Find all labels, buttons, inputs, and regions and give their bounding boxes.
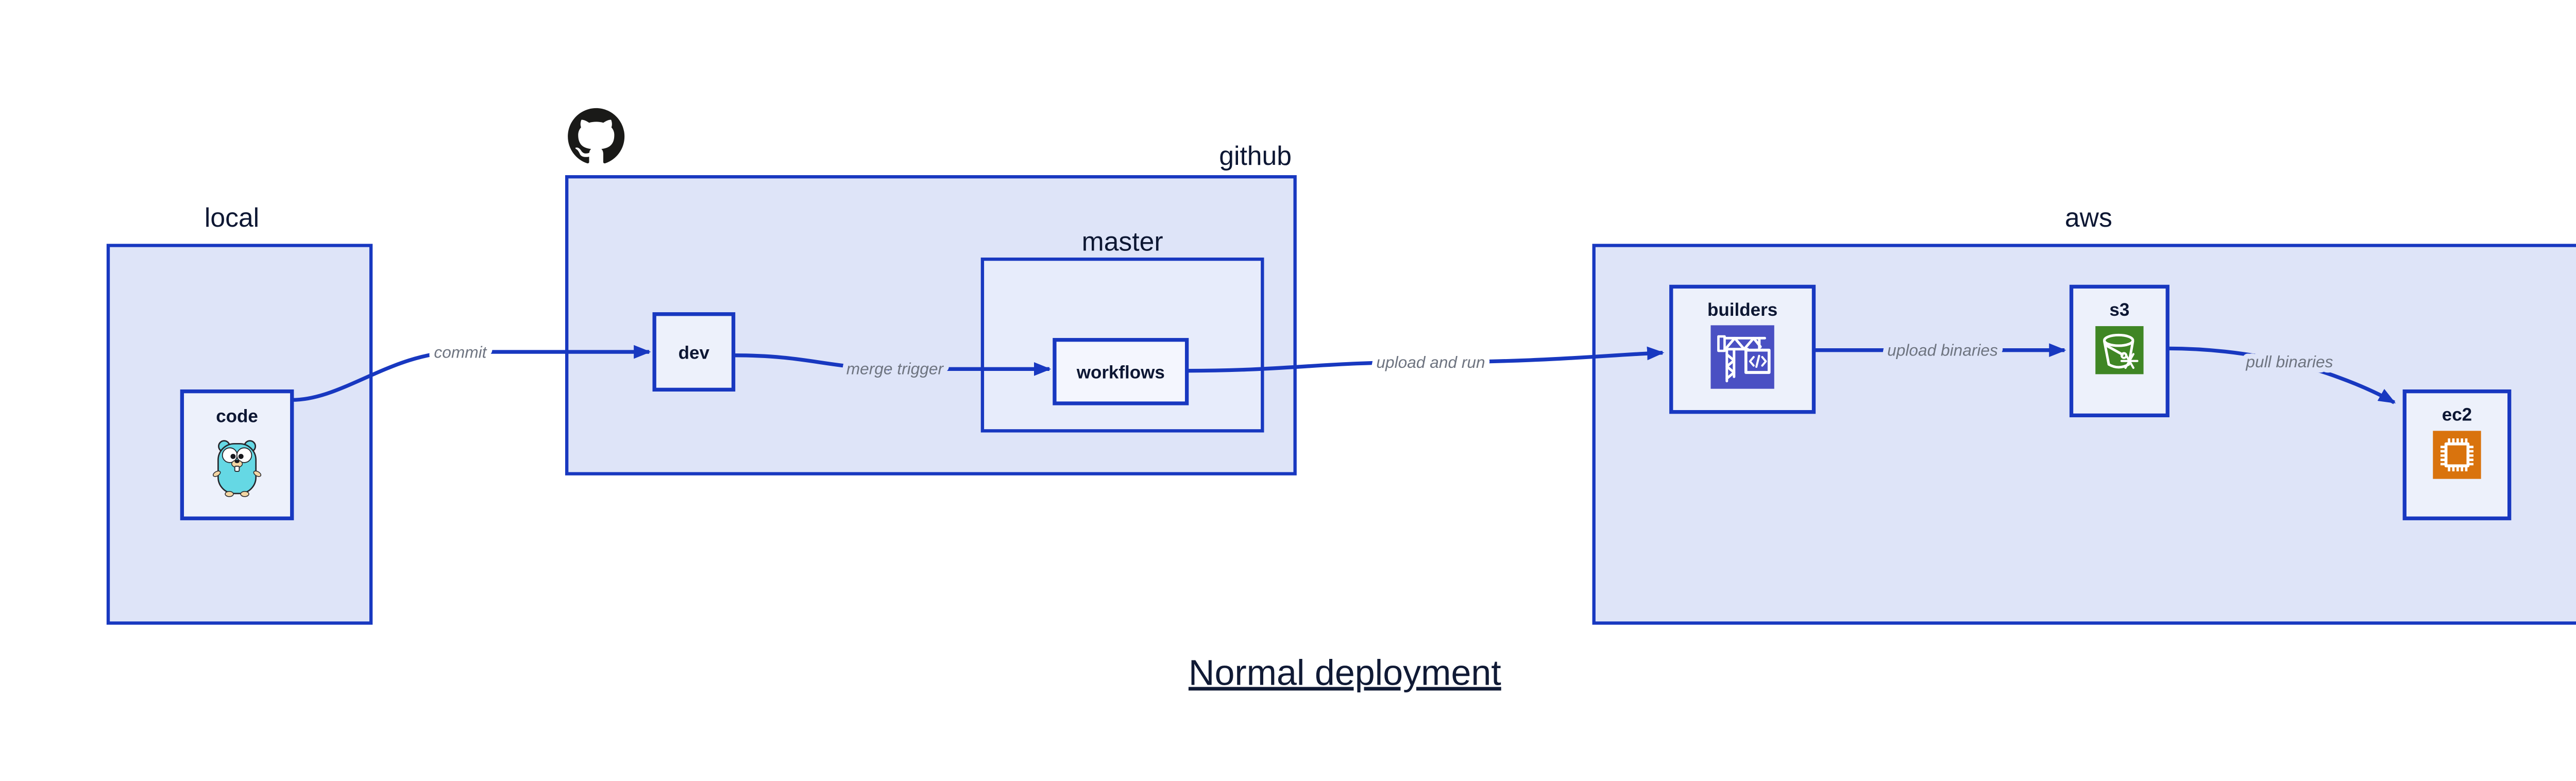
dev-node-label: dev (679, 343, 710, 363)
master-group-label: master (1082, 226, 1163, 256)
merge-trigger-edge-label: merge trigger (846, 359, 944, 378)
diagram-title: Normal deployment (1189, 652, 1501, 692)
github-group-label: github (1219, 141, 1292, 171)
code-node-label: code (216, 406, 258, 427)
aws-s3-bucket-icon (2095, 326, 2144, 375)
builders-node-label: builders (1707, 300, 1777, 320)
local-group-label: local (205, 202, 259, 232)
s3-node-label: s3 (2109, 300, 2129, 320)
go-gopher-icon (212, 440, 262, 497)
aws-codebuild-icon (1710, 325, 1774, 389)
upload-and-run-edge-label: upload and run (1376, 353, 1485, 371)
aws-ec2-chip-icon (2433, 431, 2481, 479)
commit-edge-label: commit (434, 343, 487, 362)
upload-binaries-edge-label: upload binaries (1887, 341, 1998, 360)
pull-binaries-edge-label: pull binaries (2245, 352, 2333, 371)
dev-node (652, 312, 736, 392)
merge-trigger-edge (733, 353, 1052, 376)
workflows-node-label: workflows (1076, 363, 1165, 383)
pull-binaries-edge (2167, 346, 2396, 404)
commit-edge (292, 345, 651, 402)
ec2-node-label: ec2 (2442, 404, 2472, 425)
aws-group-label: aws (2065, 202, 2112, 232)
github-octocat-icon (568, 108, 625, 164)
upload-and-run-edge (1187, 346, 1665, 373)
